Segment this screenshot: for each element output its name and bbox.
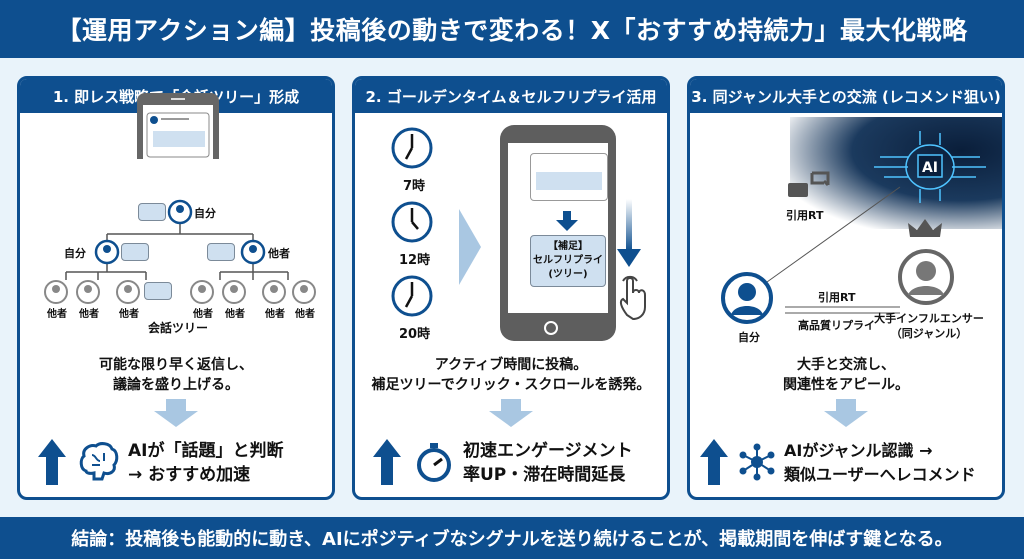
leaf-label: 他者 [225, 309, 245, 320]
up-arrow-icon [700, 439, 728, 485]
leaf-label: 他者 [119, 309, 139, 320]
brain-icon [79, 442, 119, 481]
self-label: 自分 [738, 331, 760, 344]
speech-bubble-icon [207, 243, 235, 261]
conclusion-banner: 結論：投稿後も能動的に動き、AIにポジティブなシグナルを送り続けることが、掲載期… [0, 517, 1024, 559]
node-label-other: 他者 [268, 247, 290, 260]
result-line: 率UP・滞在時間延長 [463, 465, 626, 485]
quality-reply-label: 高品質リプライ [798, 319, 875, 332]
up-arrow-icon [373, 439, 401, 485]
tap-hand-icon [619, 275, 646, 321]
clock-icon-20 [391, 275, 433, 317]
result-line: 類似ユーザーへレコメンド [784, 465, 976, 484]
connection-lines [759, 186, 901, 314]
quote-rt-label: 引用RT [818, 291, 856, 304]
description-line: 議論を盛り上げる。 [113, 377, 239, 393]
ai-brain-icon: AI [874, 131, 986, 203]
panel-heading: 2. ゴールデンタイム＆セルフリプライ活用 [355, 79, 667, 113]
result-line: AIが「話題」と判断 [128, 441, 284, 461]
quote-rt-label: 引用RT [786, 209, 824, 222]
panel-golden-time: 2. ゴールデンタイム＆セルフリプライ活用 7時 12時 20時 【補足】セルフ… [352, 76, 670, 500]
clock-icon-12 [391, 201, 433, 243]
leaf-label: 他者 [265, 309, 285, 320]
scroll-down-arrow-icon [617, 199, 641, 267]
description-line: 可能な限り早く返信し、 [99, 357, 253, 373]
leaf-label: 他者 [79, 309, 99, 320]
down-arrow-icon [824, 399, 868, 427]
down-arrow-icon [489, 399, 533, 427]
speech-bubble-icon [138, 203, 166, 221]
description-line: 補足ツリーでクリック・スクロールを誘発。 [371, 377, 651, 393]
stopwatch-icon [417, 443, 451, 482]
clock-icon-7 [391, 127, 433, 169]
phone-icon [137, 93, 219, 159]
time-label: 12時 [399, 253, 431, 268]
up-arrow-icon [38, 439, 66, 485]
chevron-right-icon [459, 209, 481, 285]
leaf-label: 他者 [295, 309, 315, 320]
speech-bubble-icon [121, 243, 149, 261]
influencer-label: 大手インフルエンサー [874, 312, 984, 325]
panel-genre-interaction: 3. 同ジャンル大手との交流 (レコメンド狙い) AI 引用RT 自分 引用RT… [687, 76, 1005, 500]
node-label-self: 自分 [64, 247, 86, 260]
node-label-self: 自分 [194, 207, 216, 220]
reply-box-line: セルフリプライ [533, 255, 603, 266]
crown-icon [908, 219, 942, 237]
description-line: 関連性をアピール。 [783, 377, 909, 393]
tree-caption: 会話ツリー [148, 321, 209, 335]
leaf-label: 他者 [47, 309, 67, 320]
influencer-label: （同ジャンル） [890, 327, 968, 340]
down-arrow-icon [556, 211, 578, 231]
self-reply-box: 【補足】セルフリプライ (ツリー) [530, 235, 606, 287]
down-arrow-icon [154, 399, 198, 427]
ai-label: AI [922, 160, 938, 176]
reply-box-line: 【補足】 [548, 241, 588, 252]
self-avatar [721, 272, 773, 324]
conversation-tree-diagram [44, 199, 316, 304]
panel-conversation-tree: 1. 即レス戦略で「会話ツリー」形成 自分 自分 他者 他者 他者 他者 他者 … [17, 76, 335, 500]
phone-mockup: 【補足】セルフリプライ (ツリー) [500, 125, 616, 341]
description-line: 大手と交流し、 [797, 357, 895, 373]
page-title: 【運用アクション編】投稿後の動きで変わる！X「おすすめ持続力」最大化戦略 [0, 0, 1024, 58]
influencer-avatar [898, 249, 954, 305]
time-label: 7時 [403, 179, 426, 194]
time-label: 20時 [399, 327, 431, 342]
description-line: アクティブ時間に投稿。 [434, 357, 588, 373]
leaf-label: 他者 [193, 309, 213, 320]
result-line: AIがジャンル認識 → [784, 441, 933, 460]
panel-heading: 3. 同ジャンル大手との交流 (レコメンド狙い) [690, 79, 1002, 113]
speech-bubble-icon [144, 282, 172, 300]
quote-retweet-icon [788, 171, 830, 197]
result-line: → おすすめ加速 [128, 465, 251, 485]
network-icon [739, 443, 775, 481]
result-line: 初速エンゲージメント [463, 441, 633, 461]
reply-box-line: (ツリー) [548, 269, 588, 280]
